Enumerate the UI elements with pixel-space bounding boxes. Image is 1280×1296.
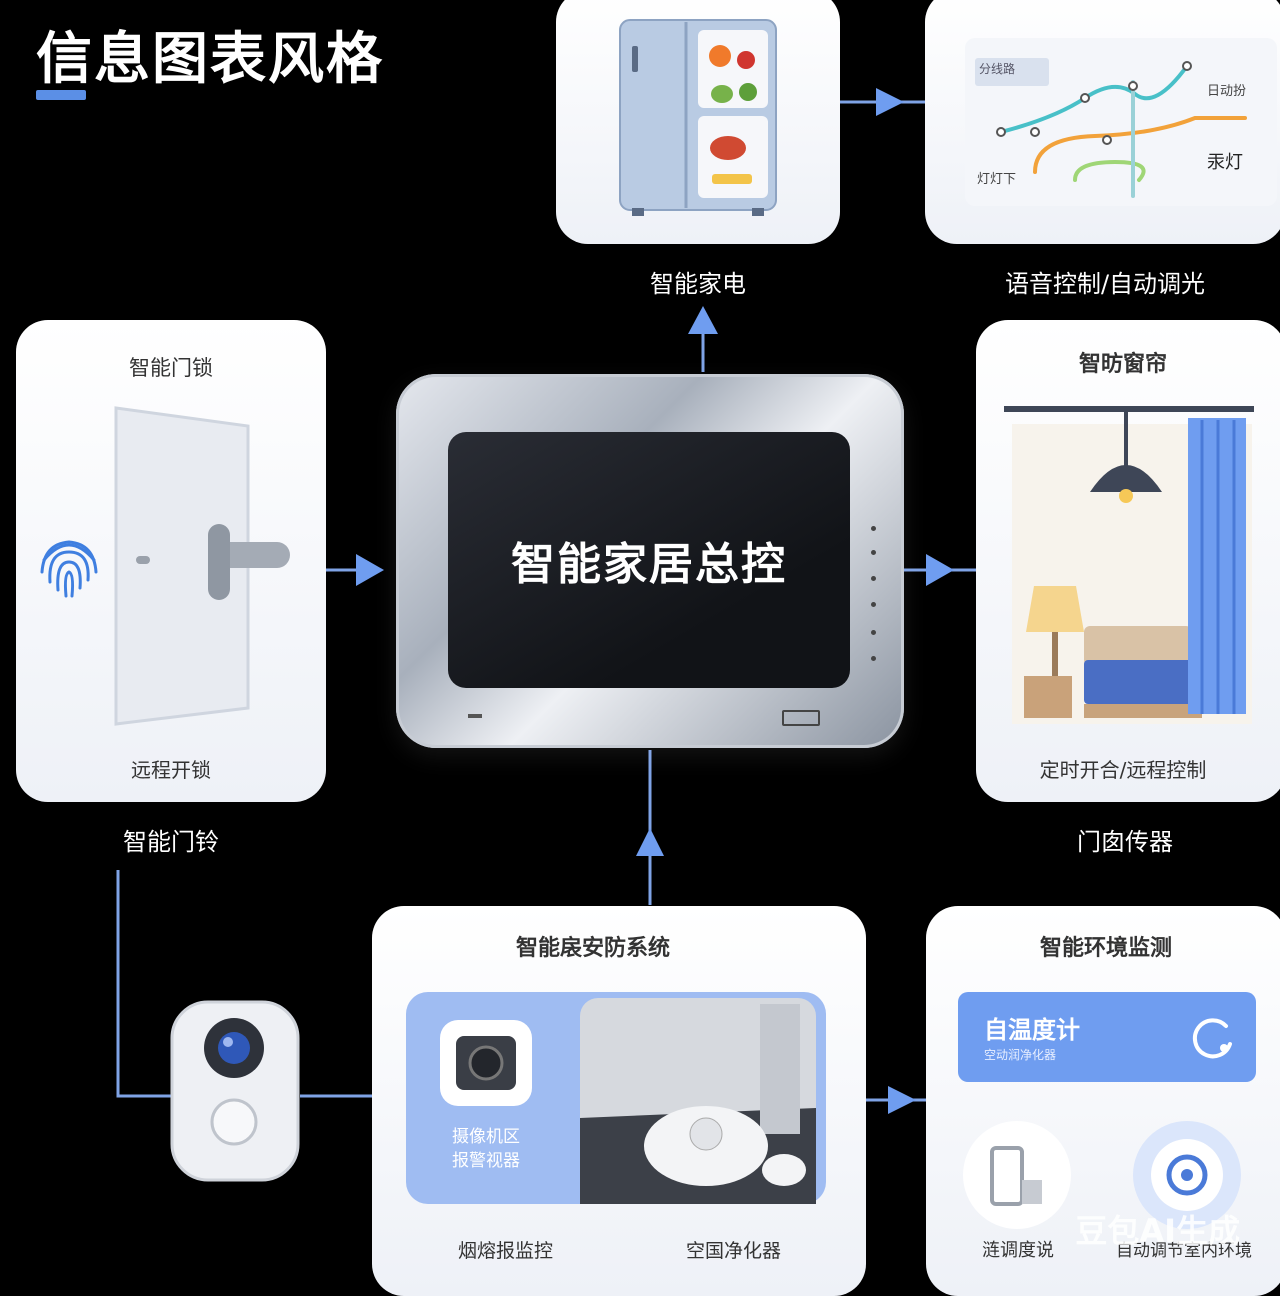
arrow-right-voice	[876, 88, 904, 116]
env-label-left: 涟调度说	[982, 1240, 1054, 1261]
card-voice-control: 分线路 日动扮 灯灯下 汞灯	[925, 0, 1280, 244]
curtain-card-title: 智昉窗帘	[1078, 352, 1167, 377]
camera-icon	[440, 1020, 532, 1106]
security-label-left: 烟熔报监控	[458, 1240, 554, 1262]
hub-indicator	[871, 526, 876, 531]
lock-card-title: 智能门锁	[129, 356, 213, 380]
arrow-up-security	[636, 828, 664, 856]
fridge-icon	[619, 19, 777, 216]
thermometer-panel	[958, 992, 1256, 1082]
caption-voice-control: 语音控制/自动调光	[1004, 270, 1206, 298]
hub-label: 智能家居总控	[448, 432, 850, 688]
gauge-icon	[1192, 1018, 1232, 1059]
title-underline	[36, 90, 86, 100]
curtain-card-subtitle: 定时开合/远程控制	[1039, 758, 1207, 782]
hub-indicator	[871, 550, 876, 555]
thermometer-sub: 空动润净化器	[984, 1048, 1057, 1062]
smart-home-hub[interactable]: 智能家居总控	[396, 374, 904, 748]
card-smart-curtain: 智昉窗帘 定时开合/远程控制	[976, 320, 1280, 802]
env-card-title: 智能环境监测	[1039, 936, 1172, 961]
arrow-right-curtain	[926, 554, 954, 586]
hub-sensor	[468, 714, 482, 718]
caption-smart-appliance: 智能家电	[650, 270, 746, 298]
caption-smart-doorbell: 智能门铃	[123, 828, 219, 856]
robot-vacuum-icon	[580, 998, 816, 1204]
watermark: 豆包AI生成	[1075, 1212, 1240, 1250]
arrow-right-env	[888, 1086, 916, 1114]
camera-text-2: 报警视器	[452, 1151, 520, 1171]
fingerprint-icon	[40, 540, 98, 598]
transit-map-icon	[965, 38, 1277, 206]
smart-speaker-icon	[1133, 1121, 1241, 1229]
lock-card-subtitle: 远程开锁	[131, 758, 211, 782]
hub-port	[782, 710, 820, 726]
bedroom-curtain-icon	[1004, 406, 1254, 724]
security-card-title: 智能扆安防系统	[515, 936, 670, 961]
door-icon	[114, 406, 290, 726]
card-security-system: 智能扆安防系统 摄像机区 报警视器 烟熔报监控 空国净化器	[372, 906, 866, 1296]
map-label-lamp: 汞灯	[1207, 152, 1243, 173]
air-sensor-icon	[963, 1121, 1071, 1229]
card-smart-lock: 智能门锁 远程开锁	[16, 320, 326, 802]
hub-indicator	[871, 576, 876, 581]
map-label-light-down: 灯灯下	[977, 172, 1017, 187]
thermometer-title: 自温度计	[984, 1016, 1080, 1044]
card-env-monitoring: 智能环境监测 自温度计 空动润净化器 涟调度说 自动调节室内环境	[926, 906, 1280, 1296]
card-smart-appliance	[556, 0, 840, 244]
camera-text-1: 摄像机区	[452, 1127, 520, 1147]
hub-indicator	[871, 656, 876, 661]
map-label-auto: 日动扮	[1207, 84, 1247, 99]
arrow-right-hub	[356, 554, 384, 586]
hub-indicator	[871, 630, 876, 635]
map-label-route: 分线路	[979, 62, 1016, 76]
env-label-right: 自动调节室内环境	[1116, 1241, 1252, 1261]
doorbell-icon[interactable]	[170, 1000, 300, 1182]
page-title: 信息图表风格	[36, 27, 384, 92]
hub-indicator	[871, 602, 876, 607]
security-label-right: 空国净化器	[686, 1240, 782, 1262]
arrow-up-appliance	[688, 306, 718, 334]
caption-door-sensor: 门囱传器	[1077, 828, 1173, 856]
